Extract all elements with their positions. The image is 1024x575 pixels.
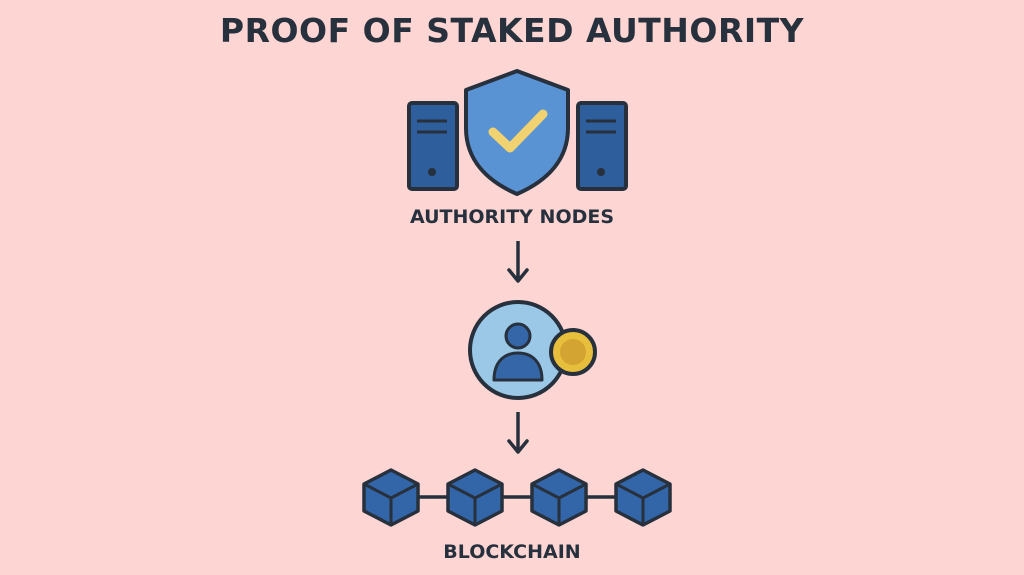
arrow-authority-to-staker xyxy=(507,241,529,283)
server-right-icon xyxy=(576,101,628,191)
shield-check-icon xyxy=(464,69,570,196)
authority-nodes-label: AUTHORITY NODES xyxy=(409,206,615,228)
arrow-staker-to-blockchain xyxy=(507,412,529,454)
blockchain-label: BLOCKCHAIN xyxy=(443,541,581,563)
blockchain-icon xyxy=(362,468,672,527)
person-icon xyxy=(492,322,544,382)
staker-node-icon xyxy=(468,300,597,400)
coin-icon xyxy=(549,328,597,376)
block-3-icon xyxy=(530,468,588,527)
diagram-title: PROOF OF STAKED AUTHORITY xyxy=(219,11,805,50)
block-1-icon xyxy=(362,468,420,527)
block-4-icon xyxy=(614,468,672,527)
server-left-icon xyxy=(407,101,459,191)
block-2-icon xyxy=(446,468,504,527)
